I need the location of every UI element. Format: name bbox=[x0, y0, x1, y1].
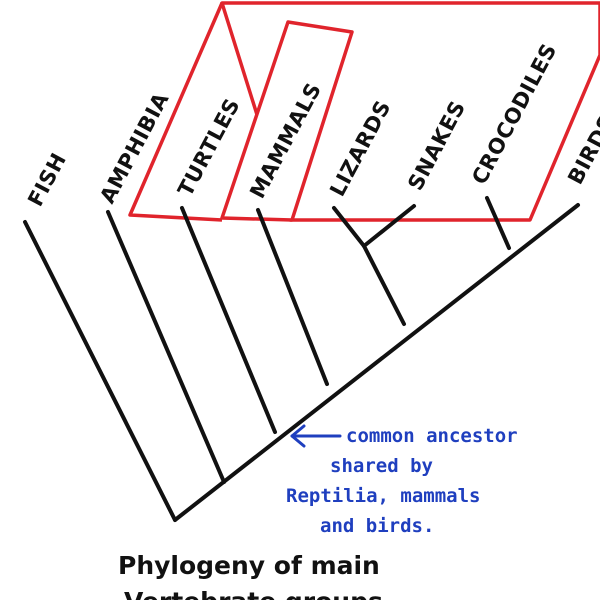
taxon-label-crocodiles: CROCODILES bbox=[467, 40, 561, 189]
annotation-line-3: Reptilia, mammals bbox=[286, 485, 480, 507]
tree-branches bbox=[23, 196, 580, 522]
branch-snakes bbox=[362, 204, 416, 248]
branch-lizards bbox=[332, 206, 366, 248]
taxon-label-lizards: LIZARDS bbox=[325, 96, 395, 200]
branch-turtles bbox=[180, 206, 277, 434]
turtles-outline bbox=[128, 2, 224, 222]
caption-line-1: Phylogeny of main bbox=[118, 551, 380, 580]
diagram-caption: Phylogeny of main Vertebrate groups bbox=[118, 551, 383, 600]
caption-line-2: Vertebrate groups bbox=[124, 587, 383, 600]
taxon-label-fish: FISH bbox=[23, 149, 71, 210]
branch-crocodiles bbox=[485, 196, 511, 250]
annotation-line-1: common ancestor bbox=[346, 425, 518, 447]
branch-mammals bbox=[256, 208, 329, 386]
taxon-label-snakes: SNAKES bbox=[403, 97, 470, 195]
branch-fish bbox=[23, 220, 177, 522]
taxon-label-amphibia: AMPHIBIA bbox=[95, 88, 174, 207]
branch-lizard-snake-stem bbox=[362, 244, 406, 326]
taxon-label-birds: BIRDS bbox=[563, 111, 600, 189]
branch-amphibia bbox=[106, 210, 226, 484]
annotation-line-4: and birds. bbox=[320, 515, 434, 537]
mammals-exclusion-outline bbox=[220, 20, 354, 222]
annotation-line-2: shared by bbox=[330, 455, 433, 477]
backbone-branch bbox=[173, 203, 580, 522]
arrow-head bbox=[290, 424, 306, 448]
common-ancestor-annotation: common ancestor shared by Reptilia, mamm… bbox=[286, 424, 518, 537]
